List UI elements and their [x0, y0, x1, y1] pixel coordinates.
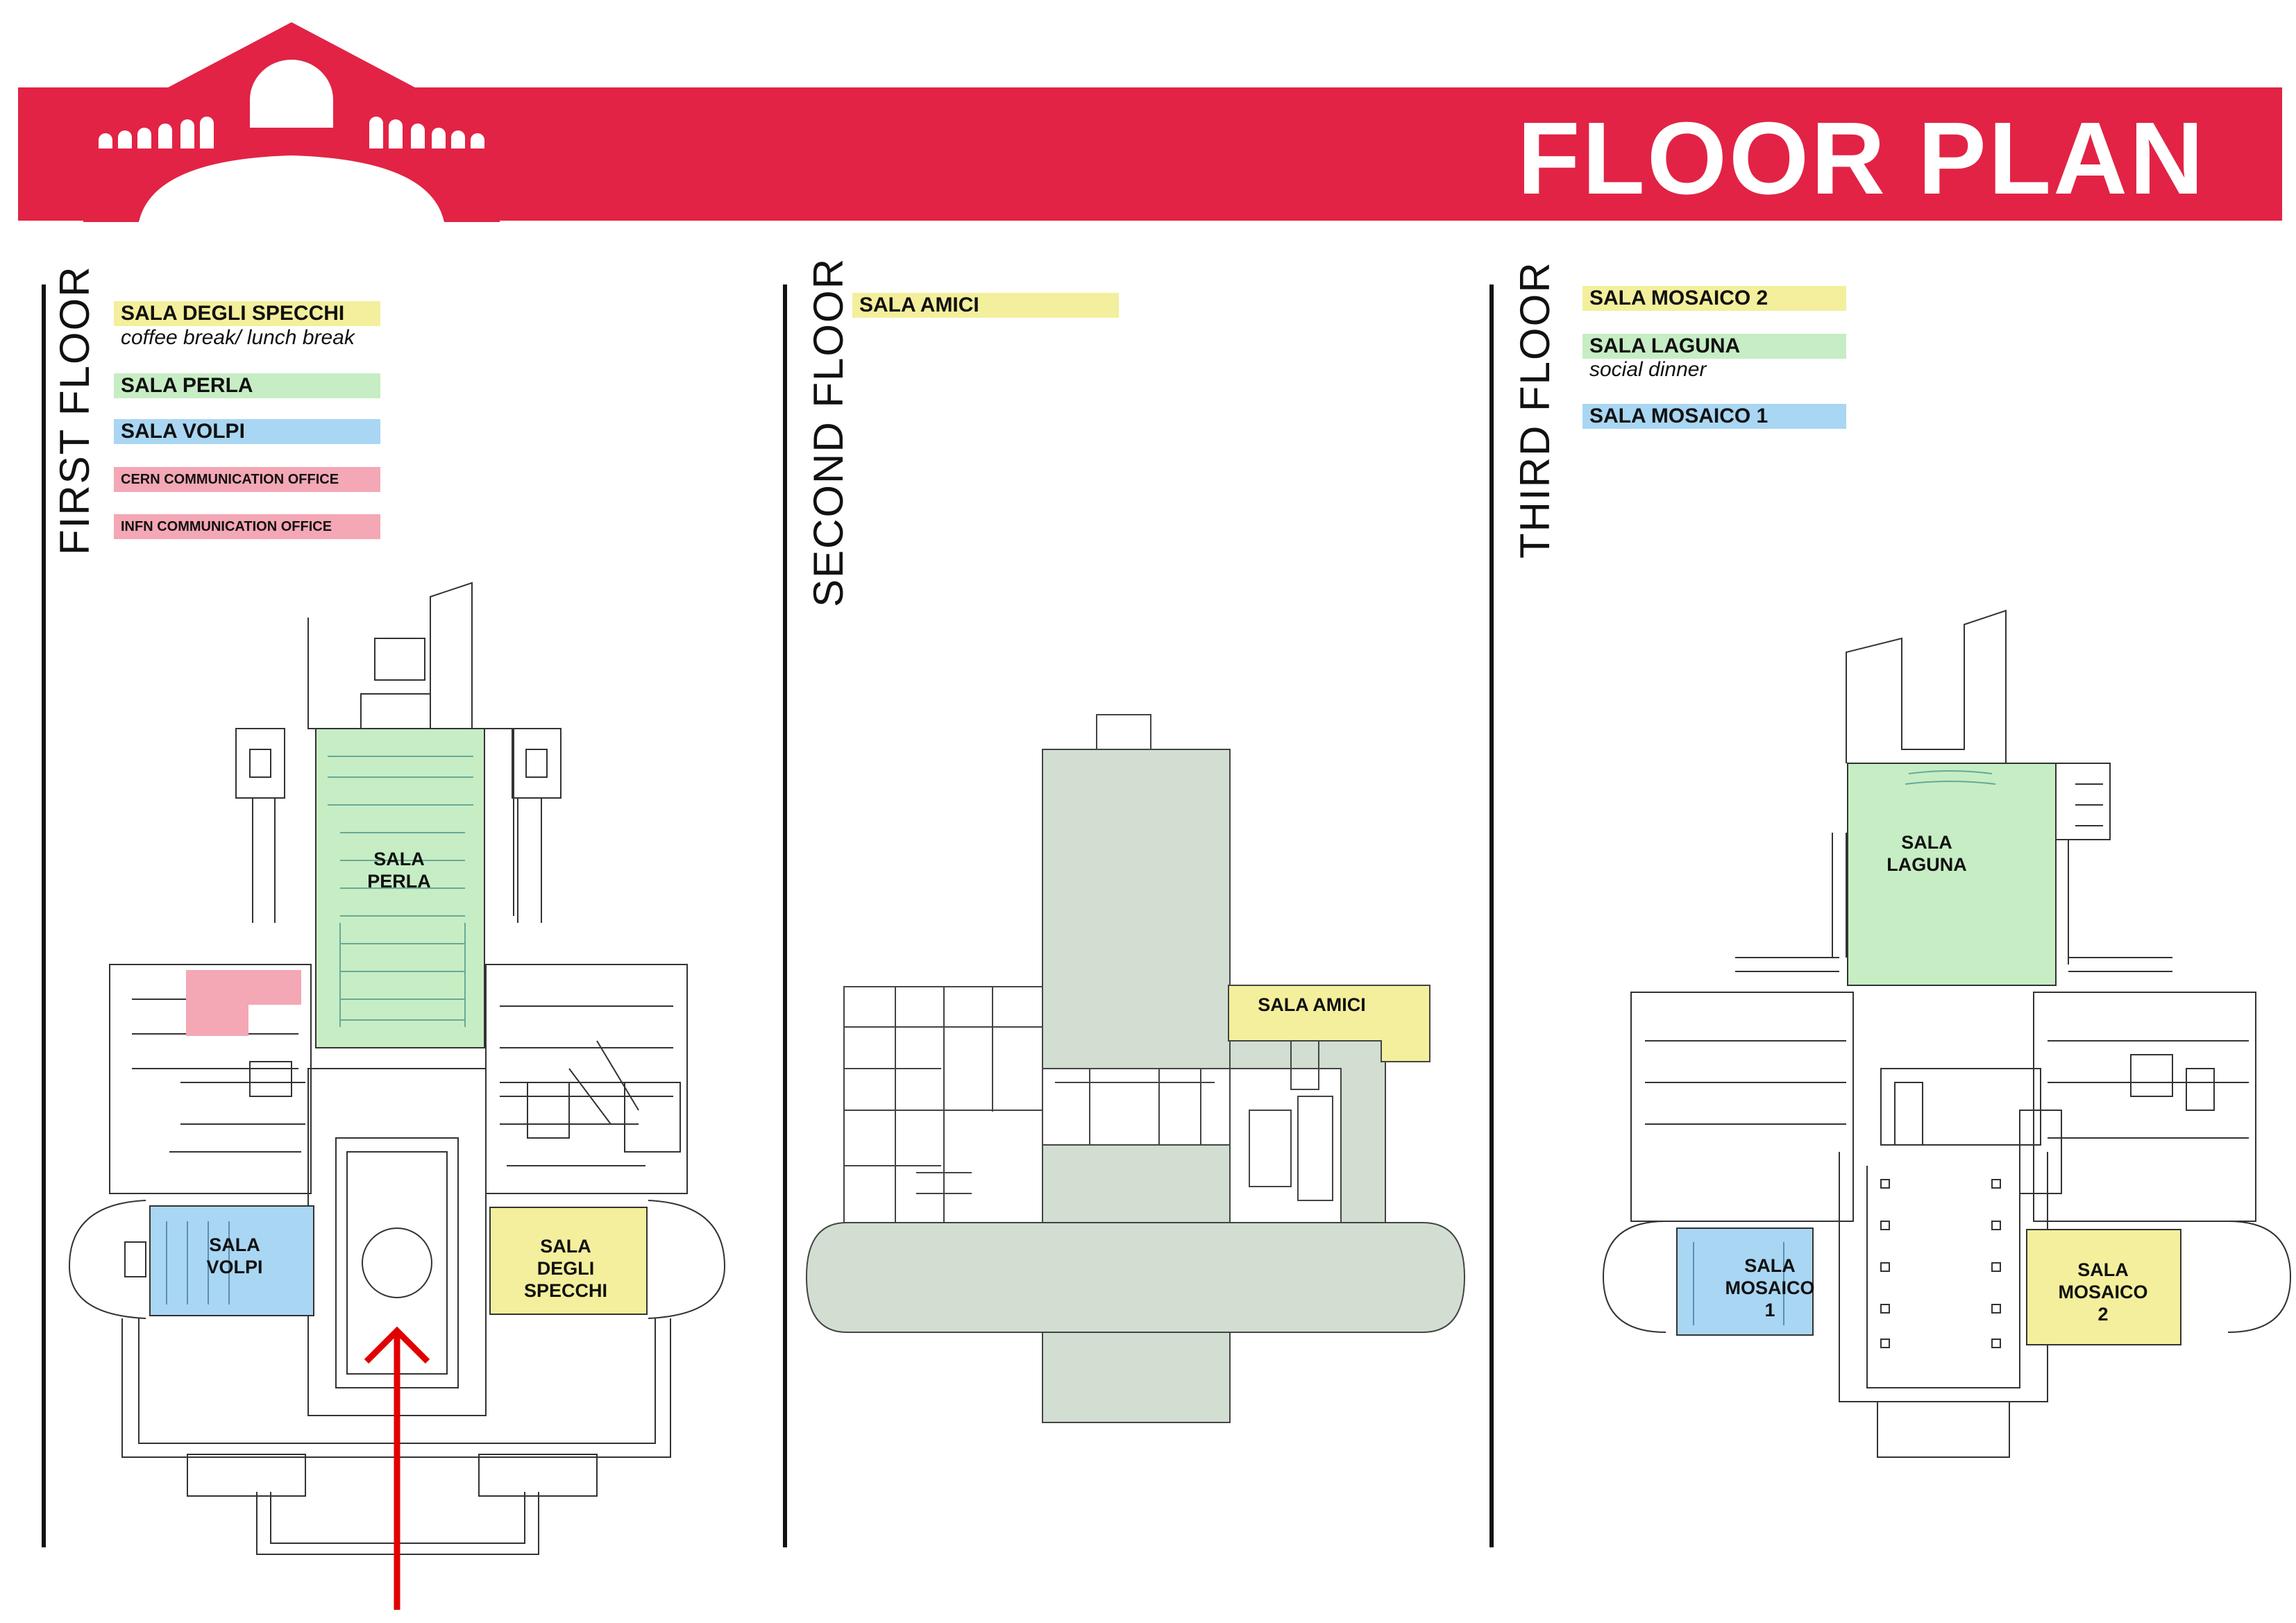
legend-sala-volpi: SALA VOLPI: [114, 419, 380, 444]
second-floor-plan: [805, 714, 1466, 1423]
third-floor-plan: [1602, 609, 2292, 1458]
second-floor-divider: [783, 284, 787, 1547]
room-label-sala-amici: SALA AMICI: [1258, 994, 1366, 1015]
legend-sala-mosaico-2: SALA MOSAICO 2: [1582, 286, 1846, 311]
legend-sala-mosaico-1: SALA MOSAICO 1: [1582, 404, 1846, 429]
first-floor-plan: [68, 581, 726, 1610]
legend-note-social-dinner: social dinner: [1589, 358, 1707, 381]
rialto-bridge-icon: [83, 22, 500, 222]
legend-infn-office: INFN COMMUNICATION OFFICE: [114, 514, 380, 539]
legend-sala-perla: SALA PERLA: [114, 373, 380, 398]
legend-note-coffee-break: coffee break/ lunch break: [121, 326, 355, 349]
legend-sala-degli-specchi: SALA DEGLI SPECCHI: [114, 301, 380, 326]
entrance-arrow-icon: [364, 1326, 430, 1610]
legend-sala-amici: SALA AMICI: [852, 293, 1119, 318]
page-title: FLOOR PLAN: [1517, 101, 2206, 216]
legend-cern-office: CERN COMMUNICATION OFFICE: [114, 467, 380, 492]
legend-sala-laguna: SALA LAGUNA: [1582, 334, 1846, 359]
third-floor-divider: [1489, 284, 1494, 1547]
first-floor-divider: [42, 284, 46, 1547]
